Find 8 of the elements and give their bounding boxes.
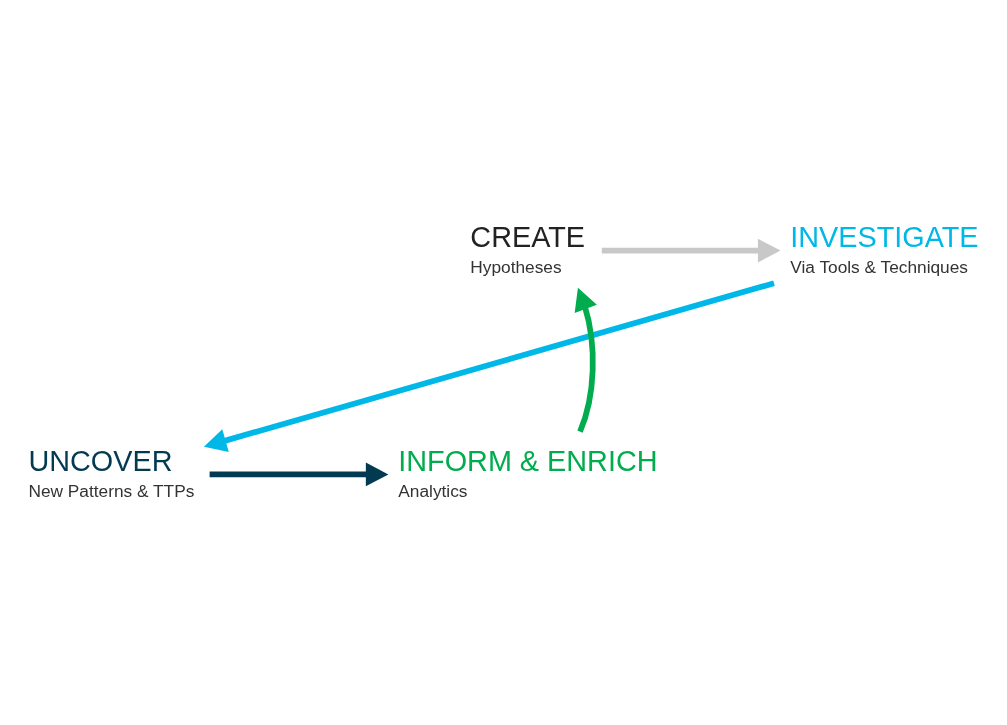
arrow: [203, 280, 775, 452]
node-text: INFORM & ENRICH Analytics: [398, 444, 658, 501]
node-text: UNCOVER New Patterns & TTPs: [28, 444, 195, 501]
arrow: [574, 287, 597, 433]
node-text: INVESTIGATE Via Tools & Techniques: [790, 220, 979, 278]
arrow: [601, 238, 781, 263]
arrow: [209, 462, 389, 487]
node-text: CREATE Hypotheses: [470, 220, 586, 278]
